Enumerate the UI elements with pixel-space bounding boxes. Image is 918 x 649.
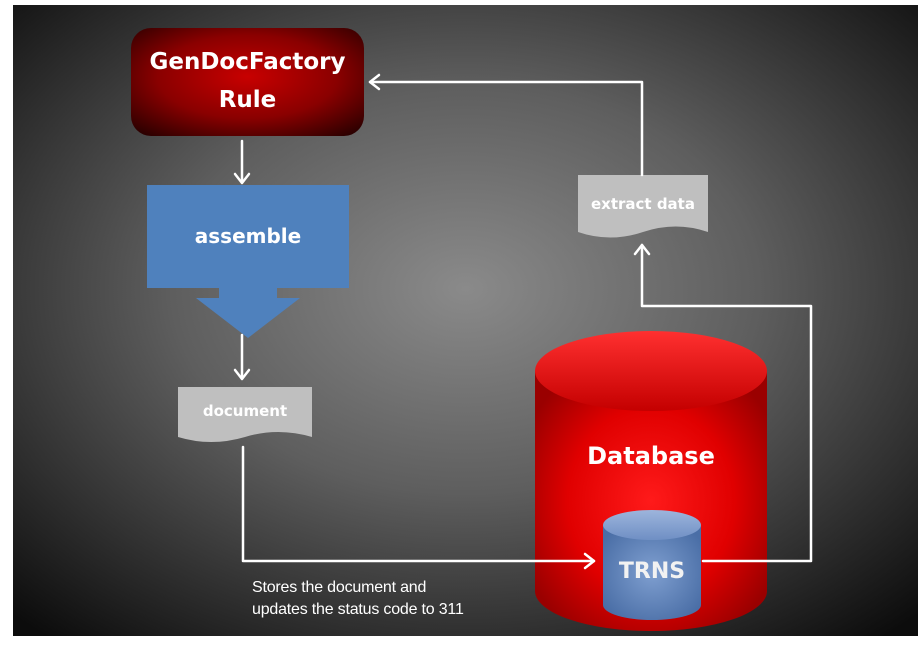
assemble-label: assemble (194, 224, 302, 248)
diagram-slide: GenDocFactory Rule assemble document ext… (13, 5, 918, 636)
arrow-rule-to-assemble (233, 139, 251, 185)
extract-data-label: extract data (591, 195, 695, 213)
rule-title-line2: Rule (218, 87, 277, 113)
arrow-assemble-to-document (233, 333, 251, 381)
extract-data-shape (578, 175, 708, 238)
diagram-canvas (13, 5, 918, 636)
document-label: document (202, 402, 288, 420)
store-note-line2: updates the status code to 311 (252, 601, 464, 618)
trns-label: TRNS (618, 559, 686, 584)
database-cylinder (535, 331, 767, 631)
rule-box (131, 28, 364, 136)
database-label: Database (587, 442, 715, 470)
arrow-extract-to-rule (368, 73, 644, 177)
arrow-trns-to-extract (633, 243, 813, 563)
document-shape (178, 387, 312, 442)
trns-cylinder (603, 510, 701, 620)
rule-title-line1: GenDocFactory (149, 49, 346, 75)
store-note-line1: Stores the document and (252, 579, 427, 596)
arrow-document-to-trns (241, 445, 596, 570)
assemble-block-arrow (147, 185, 349, 338)
